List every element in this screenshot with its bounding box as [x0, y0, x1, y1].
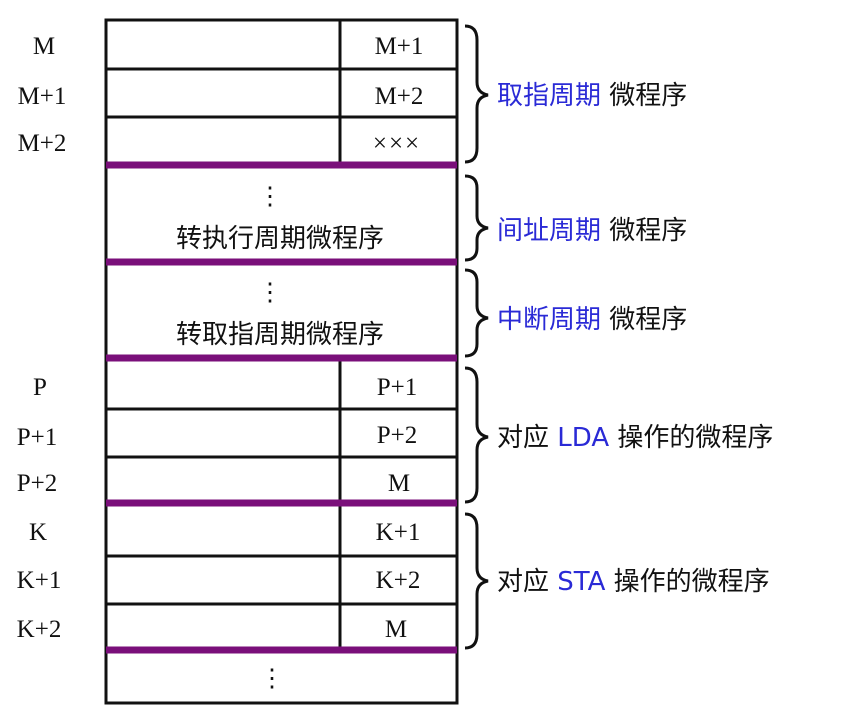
interrupt-block-text: 转取指周期微程序: [176, 320, 384, 350]
address-label-m1: M+1: [18, 83, 67, 110]
brace-lda: [464, 366, 489, 504]
brace-sta: [464, 512, 489, 650]
next-address-p1: P+2: [377, 422, 418, 449]
next-address-k: K+1: [376, 519, 421, 546]
next-address-m: M+1: [375, 33, 424, 60]
label-lda-microprogram: 对应 LDA 操作的微程序: [497, 423, 773, 453]
label-interrupt-cycle: 中断周期 微程序: [497, 305, 687, 335]
address-label-k2: K+2: [17, 616, 62, 643]
address-label-p2: P+2: [17, 470, 58, 497]
next-address-p2: M: [388, 470, 410, 497]
address-label-p1: P+1: [17, 424, 58, 451]
address-label-k: K: [29, 519, 47, 546]
next-address-m2: ×××: [373, 130, 421, 157]
brace-indirect: [464, 174, 489, 262]
indirect-block-text: 转执行周期微程序: [176, 224, 384, 254]
label-indirect-cycle: 间址周期 微程序: [497, 216, 687, 246]
address-label-k1: K+1: [17, 567, 62, 594]
brace-interrupt: [464, 268, 489, 358]
vertical-ellipsis: ⋮: [260, 665, 285, 692]
next-address-k1: K+2: [376, 567, 421, 594]
next-address-p: P+1: [377, 374, 418, 401]
address-label-m: M: [33, 33, 55, 60]
label-fetch-cycle: 取指周期 微程序: [497, 81, 687, 111]
address-label-p: P: [33, 374, 47, 401]
brace-fetch: [464, 24, 489, 164]
next-address-k2: M: [385, 616, 407, 643]
vertical-ellipsis: ⋮: [258, 279, 283, 306]
vertical-ellipsis: ⋮: [258, 183, 283, 210]
next-address-m1: M+2: [375, 83, 424, 110]
label-sta-microprogram: 对应 STA 操作的微程序: [497, 567, 770, 597]
address-label-m2: M+2: [18, 130, 67, 157]
